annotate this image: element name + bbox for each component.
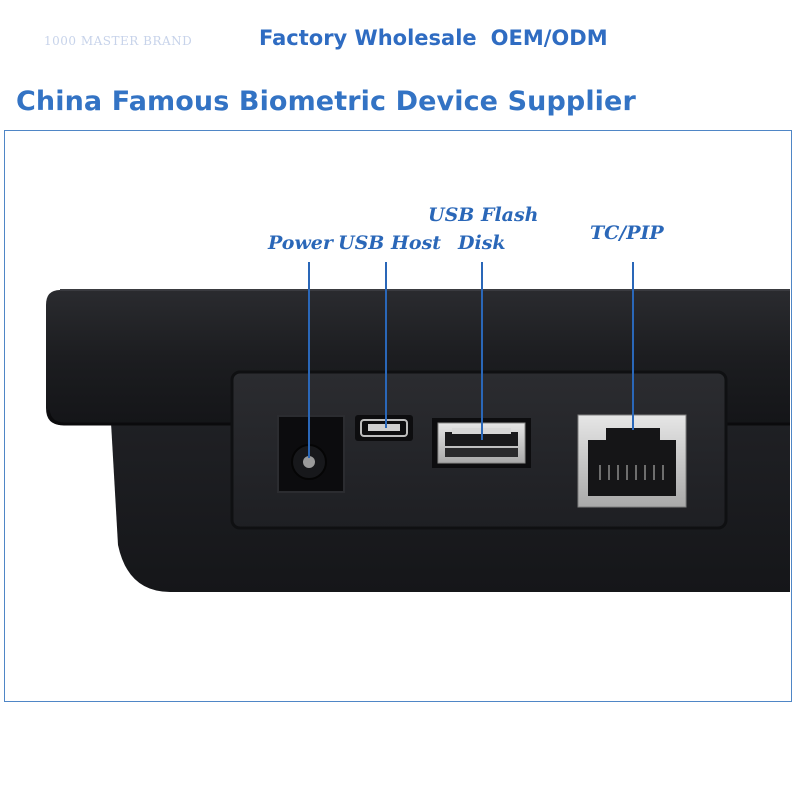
usb-flash-label-line2: Disk — [458, 232, 506, 254]
callout-lines — [308, 262, 634, 458]
page-headline: China Famous Biometric Device Supplier — [16, 86, 636, 117]
top-banner: 1000 MASTER BRAND Factory Wholesale OEM/O… — [0, 22, 800, 62]
faded-watermark-text: 1000 MASTER BRAND — [44, 34, 193, 48]
tcpip-label: TC/PIP — [590, 222, 664, 244]
factory-wholesale-text: Factory Wholesale — [259, 26, 477, 50]
usb-host-port — [355, 415, 413, 441]
power-port — [277, 415, 345, 493]
power-label: Power — [268, 232, 333, 254]
banner-tagline: Factory Wholesale OEM/ODM — [259, 26, 608, 50]
usb-flash-label-line1: USB Flash — [428, 204, 539, 226]
tcpip-port — [577, 414, 687, 508]
oem-odm-text: OEM/ODM — [490, 26, 608, 50]
usb-host-label: USB Host — [338, 232, 442, 254]
